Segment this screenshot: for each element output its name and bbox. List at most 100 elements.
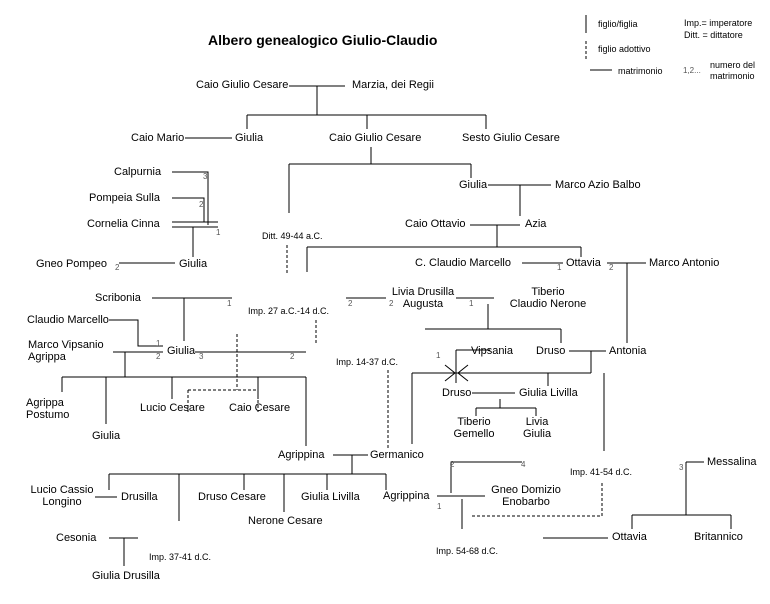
marriage-number: 1 [557,263,562,272]
person-pompeia-sulla: Pompeia Sulla [89,192,160,204]
person-giulia: Giulia [235,132,264,144]
person-gneo-domizio-enobarbo: Gneo Domizio Enobarbo [487,484,565,508]
person-azia: Azia [525,218,547,230]
person-giulia-augusti: Giulia [167,345,196,357]
marriage-number: 2 [450,460,455,469]
person-giulia-sister: Giulia [459,179,488,191]
note-dittatore: Ditt. 49-44 a.C. [262,231,323,241]
person-agrippa-postumo-line2: Postumo [26,409,70,421]
legend-child-label: figlio/figlia [598,19,638,29]
note-imp-claudio: Imp. 41-54 d.C. [570,467,633,477]
note-imp-nerone: Imp. 54-68 d.C. [436,546,499,556]
marriage-number: 1 [437,502,442,511]
person-calpurnia: Calpurnia [114,166,162,178]
marriage-number: 3 [199,352,204,361]
person-gneo-pompeo: Gneo Pompeo [36,258,107,270]
person-cornelia-cinna: Cornelia Cinna [87,218,160,230]
arrow-head [444,364,456,382]
person-tiberio-claudio-nerone: Tiberio Claudio Nerone [505,286,591,310]
person-giulia-minore: Giulia [92,430,121,442]
adoption-line [472,483,603,517]
marriage-line [172,197,205,222]
marriage-line [172,171,209,225]
person-lucio-cassio-longino: Lucio Cassio Longino [26,484,98,508]
marriage-number: 4 [521,460,526,469]
person-livia-giulia-line1: Livia [525,416,549,428]
person-marco-vipsanio-agrippa-line2: Agrippa [28,351,66,363]
person-antonia: Antonia [609,345,647,357]
marriage-line [109,319,163,347]
marriage-number: 1 [469,299,474,308]
adoption-line [187,334,259,412]
marriage-number: 3 [679,463,684,472]
person-britannico: Britannico [694,531,743,543]
person-agrippa-postumo-line1: Agrippa [26,397,64,409]
person-livia-giulia-line2: Giulia [522,428,552,440]
person-giulia-drusilla: Giulia Drusilla [92,570,160,582]
descent-line [61,352,307,446]
person-tiberio-claudio-nerone-line1: Tiberio [531,286,565,298]
person-tiberio-gemello: Tiberio Gemello [441,416,507,440]
marriage-number: 2 [156,352,161,361]
person-germanico: Germanico [370,449,424,461]
legend-number-label-2: matrimonio [710,71,755,81]
marriage-number: 2 [348,299,353,308]
marriage-number: 1 [227,299,232,308]
person-gneo-domizio-enobarbo-line2: Enobarbo [502,496,550,508]
person-livia-drusilla: Livia Drusilla Augusta [385,286,461,310]
person-tiberio-claudio-nerone-line2: Claudio Nerone [509,298,587,310]
person-c-claudio-marcello: C. Claudio Marcello [415,257,511,269]
person-giulia-pompeo: Giulia [179,258,208,270]
legend-imp-label: Imp.= imperatore [684,18,753,28]
person-claudio-marcello: Claudio Marcello [27,314,109,326]
legend-marriage-label: matrimonio [618,66,663,76]
person-caio-mario: Caio Mario [131,132,185,144]
person-druso-minore: Druso [442,387,472,399]
person-giulia-livilla: Giulia Livilla [519,387,578,399]
person-lucio-cassio-longino-line1: Lucio Cassio [30,484,94,496]
person-marco-vipsanio-agrippa: Marco Vipsanio Agrippa [28,339,104,363]
diagram-title: Albero genealogico Giulio-Claudio [208,32,438,48]
person-agrippina-maggiore: Agrippina [278,449,325,461]
person-agrippina-minore: Agrippina [383,490,430,502]
person-drusilla: Drusilla [121,491,158,503]
person-sesto-giulio-cesare: Sesto Giulio Cesare [462,132,560,144]
person-caio-cesare: Caio Cesare [229,402,291,414]
person-lucio-cassio-longino-line2: Longino [42,496,82,508]
marriage-number: 2 [389,299,394,308]
person-tiberio-gemello-line1: Tiberio [457,416,491,428]
marriage-number: 2 [290,352,295,361]
marriage-number: 2 [199,200,204,209]
note-imp-caligola: Imp. 37-41 d.C. [149,552,212,562]
descent-line [475,399,537,416]
person-tiberio-gemello-line2: Gemello [453,428,495,440]
person-ottavia: Ottavia [566,257,601,269]
person-druso-maggiore: Druso [536,345,566,357]
person-vipsania: Vipsania [471,345,513,357]
marriage-number: 1 [156,339,161,348]
person-livia-giulia: Livia Giulia [517,416,557,440]
person-cesonia: Cesonia [56,532,97,544]
person-caio-giulio-cesare-sr: Caio Giulio Cesare [196,79,289,91]
person-caio-ottavio: Caio Ottavio [405,218,466,230]
descent-line [425,304,562,343]
marriage-number: 1 [436,351,441,360]
person-marco-vipsanio-agrippa-line1: Marco Vipsanio [28,339,104,351]
legend-adopted-label: figlio adottivo [598,44,651,54]
descent-line [306,225,582,272]
descent-line [108,455,387,521]
person-druso-cesare: Druso Cesare [198,491,266,503]
person-marco-azio-balbo: Marco Azio Balbo [555,179,641,191]
marriage-number: 2 [609,263,614,272]
person-agrippa-postumo: Agrippa Postumo [26,397,69,421]
arrow-head [457,364,469,382]
person-gneo-domizio-enobarbo-line1: Gneo Domizio [491,484,561,496]
descent-line [246,86,487,129]
person-messalina: Messalina [707,456,757,468]
person-marzia: Marzia, dei Regii [352,79,434,91]
marriage-line [172,221,218,228]
person-marco-antonio: Marco Antonio [649,257,720,269]
descent-line [288,147,472,213]
